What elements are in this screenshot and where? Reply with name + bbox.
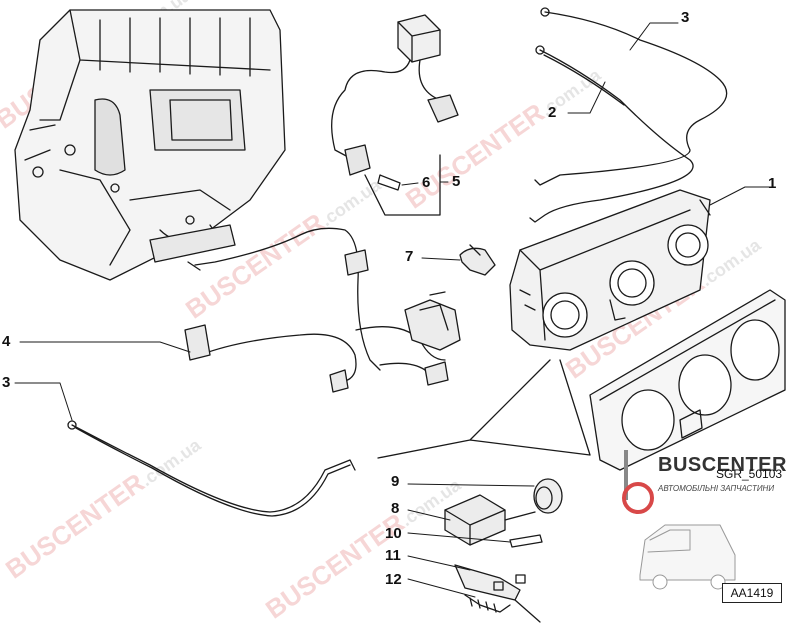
- callout-9: 9: [391, 473, 400, 490]
- brand-tagline: АВТОМОБІЛЬНІ ЗАПЧАСТИНИ: [658, 484, 775, 493]
- callout-11: 11: [385, 547, 401, 564]
- leader-bracket: [377, 359, 591, 459]
- main-wiring-harness: [184, 227, 461, 393]
- leader-lines: [14, 22, 771, 598]
- screw: [509, 534, 543, 548]
- callout-10: 10: [385, 525, 402, 542]
- callout-8: 8: [391, 500, 400, 517]
- switch-contact: [454, 564, 541, 623]
- heater-control-panel: [509, 189, 711, 351]
- van-illustration: [639, 524, 736, 590]
- drawing-id-box: AA1419: [722, 583, 782, 603]
- brand-name: BUSCENTER: [658, 454, 787, 476]
- control-cables-upper: [529, 7, 728, 223]
- brand-logo-mark: [622, 450, 654, 514]
- blower-resistor-harness: [331, 14, 459, 216]
- reference-code: SGR_50103: [716, 467, 783, 481]
- control-cable-long: [67, 420, 356, 517]
- retaining-clip: [459, 244, 496, 276]
- callout-4: 4: [2, 333, 11, 350]
- knob: [533, 478, 563, 514]
- callout-2: 2: [548, 104, 557, 121]
- callout-12: 12: [385, 571, 402, 588]
- actuator: [444, 494, 536, 546]
- control-panel-bezel: [589, 289, 786, 471]
- callout-3-upper: 3: [681, 9, 690, 26]
- callout-5: 5: [452, 173, 461, 190]
- callout-6: 6: [422, 174, 431, 191]
- callout-1: 1: [768, 175, 777, 192]
- brand-logo: BUSCENTER АВТОМОБІЛЬНІ ЗАПЧАСТИНИ: [618, 440, 800, 520]
- callout-7: 7: [405, 248, 414, 265]
- callout-3-lower: 3: [2, 374, 11, 391]
- heater-housing: [14, 9, 286, 281]
